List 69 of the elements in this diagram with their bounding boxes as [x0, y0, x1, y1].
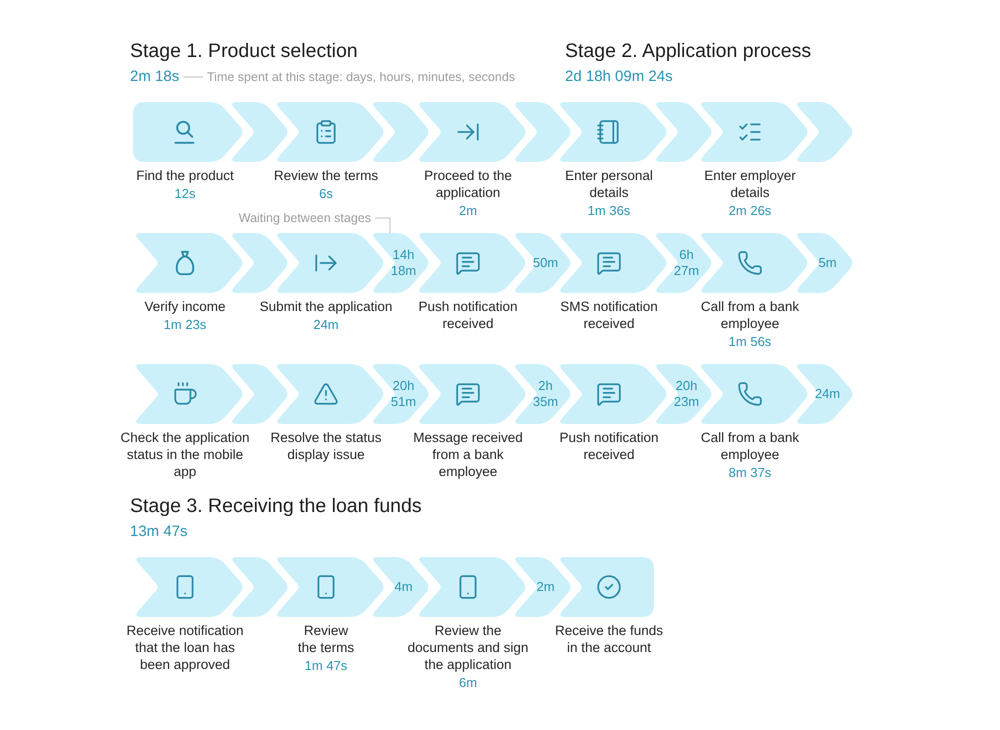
- leader-line: [374, 218, 390, 234]
- step-duration: 1m 36s: [588, 203, 630, 219]
- chevron-shape: [370, 364, 431, 424]
- waiting-time: 20h 51m: [390, 378, 418, 410]
- chevron-shape: [512, 233, 573, 293]
- step-duration: 8m 37s: [728, 465, 772, 481]
- step-label: Call from a bank employee: [700, 298, 800, 332]
- step-label: Push notification received: [558, 429, 660, 463]
- step-duration: 2m 26s: [728, 203, 772, 219]
- step-duration: 6m: [458, 675, 478, 691]
- chevron-shape: [794, 233, 855, 293]
- step-label: Receive the funds in the account: [554, 622, 664, 656]
- waiting-time: 4m: [393, 579, 414, 595]
- stage-heading: Stage 3. Receiving the loan funds: [130, 494, 422, 518]
- step-label: Call from a bank employee: [700, 429, 800, 463]
- chevron-shape: [370, 233, 431, 293]
- step-label: Review the documents and sign the application: [406, 622, 530, 673]
- waiting-time: 24m: [814, 386, 842, 402]
- step-label: Enter personal details: [564, 167, 654, 201]
- stage-heading: Stage 1. Product selection: [130, 39, 358, 63]
- chevron-shape: [653, 364, 714, 424]
- step-duration: 2m: [458, 203, 478, 219]
- chevron-shape: [512, 102, 573, 162]
- chevron-shape: [229, 233, 290, 293]
- step-label: Resolve the status display issue: [269, 429, 383, 463]
- step-duration: 12s: [174, 186, 196, 202]
- chevron-shape: [370, 557, 431, 617]
- waiting-time: 2h 35m: [532, 378, 560, 410]
- step-label: Submit the application: [259, 298, 393, 315]
- step-duration: 1m 23s: [164, 317, 206, 333]
- stage-duration: 2d 18h 09m 24s: [565, 68, 673, 86]
- chevron-shape: [370, 102, 431, 162]
- waiting-time: 6h 27m: [672, 247, 700, 279]
- step-label: Review the terms: [272, 167, 380, 184]
- stage-duration: 13m 47s: [130, 523, 188, 541]
- waiting-time: 20h 23m: [672, 378, 700, 410]
- step-label: Proceed to the application: [423, 167, 513, 201]
- stage-duration: 2m 18s: [126, 68, 184, 86]
- step-label: Message received from a bank employee: [412, 429, 524, 480]
- annotation-text: Waiting between stages: [234, 210, 375, 226]
- step-label: Receive notification that the loan has been approved: [125, 622, 245, 673]
- step-label: Push notification received: [417, 298, 519, 332]
- chevron-shape: [653, 102, 714, 162]
- step-label: Verify income: [143, 298, 227, 315]
- chevron-shape: [653, 233, 714, 293]
- waiting-time: 50m: [532, 255, 560, 271]
- stage-heading: Stage 2. Application process: [565, 39, 812, 63]
- chevron-shape: [794, 364, 855, 424]
- chevron-shape: [229, 102, 290, 162]
- step-duration: 1m 56s: [728, 334, 772, 350]
- leader-line: [182, 76, 204, 78]
- waiting-time: 2m: [535, 579, 556, 595]
- step-label: Find the product: [135, 167, 235, 184]
- step-label: Check the application status in the mobile app: [120, 429, 250, 480]
- step-duration: 24m: [313, 317, 339, 333]
- waiting-time: 14h 18m: [390, 247, 418, 279]
- step-label: Review the terms: [296, 622, 356, 656]
- step-label: Enter employer details: [703, 167, 797, 201]
- waiting-time: 5m: [817, 255, 838, 271]
- explanation-note: Time spent at this stage: days, hours, minutes, seconds: [203, 69, 520, 85]
- chevron-shape: [512, 557, 573, 617]
- chevron-shape: [512, 364, 573, 424]
- process-step: [120, 364, 250, 480]
- step-label: SMS notification received: [559, 298, 659, 332]
- step-duration: 1m 47s: [304, 658, 348, 674]
- chevron-shape: [229, 557, 290, 617]
- chevron-shape: [794, 102, 855, 162]
- chevron-shape: [229, 364, 290, 424]
- step-duration: 6s: [319, 186, 333, 202]
